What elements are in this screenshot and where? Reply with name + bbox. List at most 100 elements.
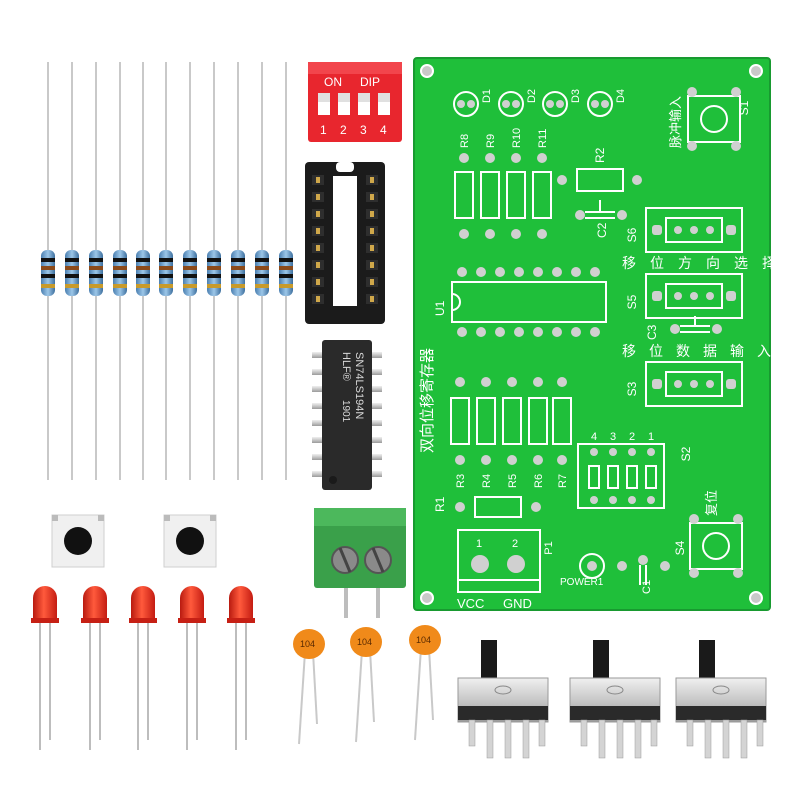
- resistor-footprint: R6: [528, 377, 548, 488]
- label-s6-desc: 移位方向选择: [622, 255, 790, 271]
- u1-pad: [495, 327, 505, 337]
- resistor-footprint: R10: [506, 128, 526, 239]
- capacitor-code: 104: [300, 639, 315, 649]
- ic-pin: [370, 352, 382, 358]
- s2-key-outline: [607, 465, 619, 489]
- terminal-block: [314, 508, 406, 618]
- label-s2-number: 3: [610, 431, 616, 443]
- label-power1: POWER1: [560, 577, 604, 588]
- r1-footprint: R1: [433, 496, 541, 518]
- s4-footprint: S4 复位: [673, 490, 743, 578]
- label-u1: U1: [433, 300, 447, 316]
- resistor: [255, 62, 269, 480]
- socket-contact: [316, 245, 320, 251]
- label-gnd: GND: [503, 596, 532, 611]
- s1-footprint: S1 脉冲输入: [668, 87, 751, 151]
- resistor: [113, 62, 127, 480]
- socket-contact: [370, 296, 374, 302]
- socket-contact: [370, 228, 374, 234]
- label-p1: P1: [543, 541, 555, 554]
- ic-marking-3: 1901: [340, 400, 351, 423]
- u1-pad: [476, 267, 486, 277]
- ceramic-capacitor: 104: [409, 625, 441, 741]
- socket-contact: [370, 245, 374, 251]
- resistor-footprint: R8: [454, 134, 474, 239]
- label-resistor: R11: [537, 129, 549, 148]
- u1-pad: [552, 327, 562, 337]
- u1-pad: [571, 267, 581, 277]
- dip-number: 3: [360, 123, 367, 137]
- dip-number: 2: [340, 123, 347, 137]
- label-c3: C3: [645, 324, 659, 340]
- label-p1-pin1: 1: [476, 538, 482, 550]
- resistor: [279, 62, 293, 480]
- label-resistor: R4: [481, 474, 493, 488]
- ic-pin: [370, 369, 382, 375]
- resistor: [41, 62, 55, 480]
- label-resistor: R10: [511, 128, 523, 148]
- ic-pin: [312, 437, 324, 443]
- resistor-footprint: R5: [502, 377, 522, 488]
- capacitor-code: 104: [357, 637, 372, 647]
- ic-pin: [312, 454, 324, 460]
- resistor-footprint: R11: [532, 129, 552, 239]
- u1-pad: [571, 327, 581, 337]
- label-s4: S4: [673, 540, 687, 555]
- socket-contact: [316, 194, 320, 200]
- label-s5: S5: [625, 294, 639, 309]
- resistor-footprint: R4: [476, 377, 496, 488]
- u1-pad: [552, 267, 562, 277]
- socket-contact: [370, 262, 374, 268]
- u1-pad: [514, 327, 524, 337]
- u1-pad: [457, 267, 467, 277]
- label-s2-number: 2: [629, 431, 635, 443]
- label-s1-desc: 脉冲输入: [668, 96, 683, 148]
- socket-contact: [316, 177, 320, 183]
- ic-pin: [370, 403, 382, 409]
- label-led: D2: [526, 89, 538, 103]
- s2-key-outline: [626, 465, 638, 489]
- socket-contact: [316, 296, 320, 302]
- label-led: D1: [481, 89, 493, 103]
- c2-footprint: C2: [575, 200, 627, 238]
- label-r2: R2: [593, 147, 607, 163]
- u1-footprint: U1: [433, 267, 607, 337]
- u1-pad: [590, 327, 600, 337]
- label-p1-pin2: 2: [512, 538, 518, 550]
- socket-contact: [370, 279, 374, 285]
- label-s6: S6: [625, 227, 639, 242]
- resistor: [207, 62, 221, 480]
- socket-contact: [370, 194, 374, 200]
- tact-button-left: [51, 514, 105, 568]
- red-led: [227, 586, 255, 750]
- socket-contact: [370, 211, 374, 217]
- resistor-footprint: R9: [480, 134, 500, 239]
- slide-switch: [675, 640, 767, 759]
- ic-pin: [312, 369, 324, 375]
- label-s3: S3: [625, 381, 639, 396]
- label-s2: S2: [679, 446, 693, 461]
- u1-pad: [533, 267, 543, 277]
- ceramic-capacitor: 104: [350, 627, 382, 743]
- label-s4-desc: 复位: [704, 490, 719, 516]
- u1-pad: [476, 327, 486, 337]
- resistor-group: [41, 62, 293, 480]
- slide-switch-group: [457, 640, 767, 759]
- ic-pin: [370, 454, 382, 460]
- label-resistor: R8: [459, 134, 471, 148]
- p1-footprint: 1 2 P1 VCC GND: [457, 529, 555, 611]
- socket-contact: [316, 279, 320, 285]
- u1-pad: [514, 267, 524, 277]
- label-s2-number: 1: [648, 431, 654, 443]
- u1-pad: [495, 267, 505, 277]
- red-led: [81, 586, 109, 750]
- ic-pin: [370, 437, 382, 443]
- u1-pad: [533, 327, 543, 337]
- dip-dip-label: DIP: [360, 75, 380, 89]
- ic-pin: [312, 352, 324, 358]
- label-vcc: VCC: [457, 596, 484, 611]
